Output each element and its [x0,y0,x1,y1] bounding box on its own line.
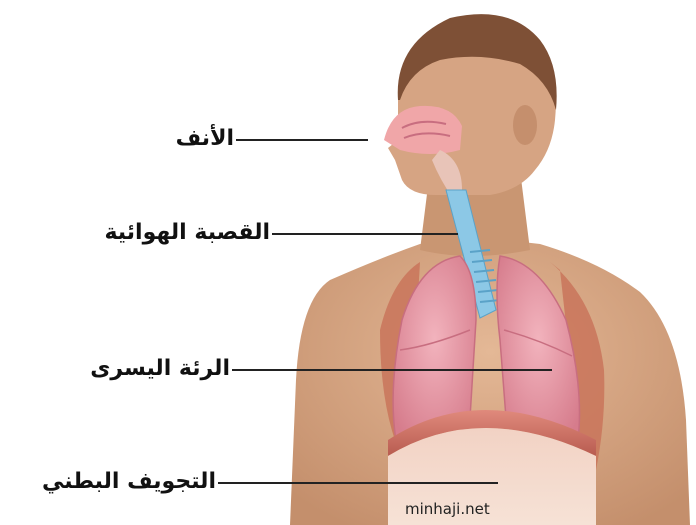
abdominal-cavity-label: التجويف البطني [42,471,216,493]
ear [513,105,537,145]
trachea-label: القصبة الهوائية [104,222,270,244]
watermark: minhaji.net [405,500,490,518]
nasal-cavity [384,106,462,154]
left-lung-label: الرئة اليسرى [90,358,230,380]
nose-label: الأنف [176,128,234,150]
